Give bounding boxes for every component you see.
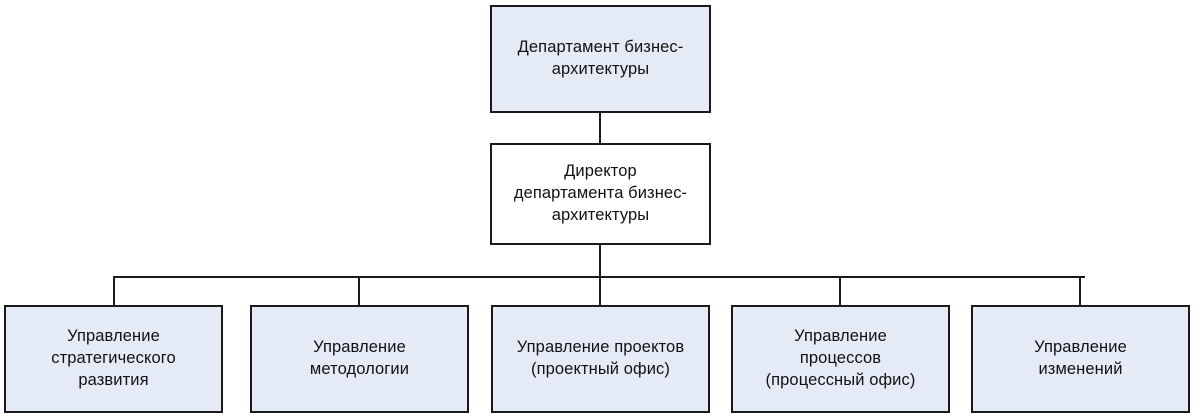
connector-root-to-director [599,113,601,144]
org-node-process-management[interactable]: Управление процессов (процессный офис) [731,305,950,413]
connector-bus-to-unit-5 [1079,276,1081,306]
connector-director-to-bus [599,245,601,278]
org-node-label: Директор департамента бизнес- архитектур… [513,162,688,224]
org-node-department[interactable]: Департамент бизнес- архитектуры [490,5,711,113]
org-node-label: Управление методологии [309,338,410,378]
org-node-label: Департамент бизнес- архитектуры [517,38,684,78]
org-node-label: Управление процессов (процессный офис) [765,327,916,389]
org-node-project-management[interactable]: Управление проектов (проектный офис) [491,305,710,413]
org-node-label: Управление проектов (проектный офис) [516,338,685,378]
org-node-director[interactable]: Директор департамента бизнес- архитектур… [490,143,711,245]
org-node-change-management[interactable]: Управление изменений [971,305,1190,413]
org-node-label: Управление изменений [1034,338,1127,378]
org-node-strategic-development[interactable]: Управление стратегического развития [4,305,223,413]
connector-bus-to-unit-2 [358,276,360,306]
connector-bus-to-unit-1 [113,276,115,306]
org-node-methodology[interactable]: Управление методологии [250,305,469,413]
connector-bus-to-unit-3 [599,276,601,306]
connector-bus-to-unit-4 [839,276,841,306]
org-node-label: Управление стратегического развития [51,327,176,389]
